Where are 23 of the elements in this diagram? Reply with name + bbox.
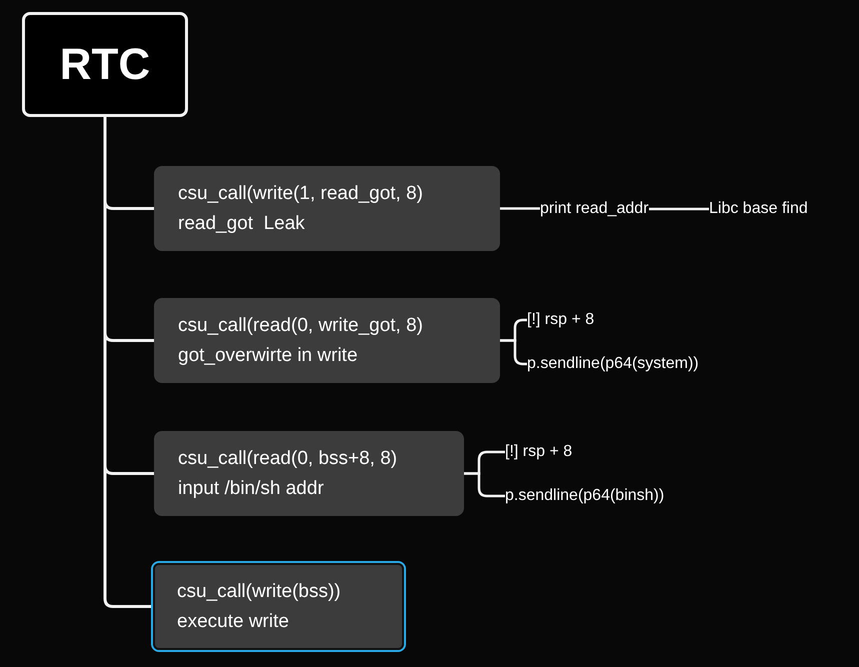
- step-box: [151, 561, 406, 652]
- step-text: execute write: [177, 610, 290, 634]
- root-box: [22, 12, 188, 117]
- step-box: [154, 431, 464, 516]
- step-text: read_got Leak: [178, 212, 306, 236]
- step-text: got_overwirte in write: [178, 344, 359, 368]
- step-box: [154, 166, 500, 251]
- root-title: RTC: [60, 38, 150, 90]
- step-text: csu_call(write(bss)): [177, 580, 342, 604]
- note-text: [!] rsp + 8: [505, 441, 572, 463]
- connector-line: [500, 207, 540, 210]
- step-box: [154, 298, 500, 383]
- step-text: input /bin/sh addr: [178, 476, 325, 500]
- note-text: print read_addr: [540, 198, 649, 220]
- note-text: [!] rsp + 8: [527, 309, 594, 331]
- connector-line: [464, 472, 505, 498]
- step-text: csu_call(write(1, read_got, 8): [178, 182, 424, 206]
- step-text: csu_call(read(0, bss+8, 8): [178, 446, 398, 470]
- note-text: Libc base find: [709, 198, 808, 220]
- step-text: csu_call(read(0, write_got, 8): [178, 314, 424, 338]
- note-text: p.sendline(p64(binsh)): [505, 485, 664, 507]
- connector-line: [649, 208, 709, 210]
- note-text: p.sendline(p64(system)): [527, 353, 699, 375]
